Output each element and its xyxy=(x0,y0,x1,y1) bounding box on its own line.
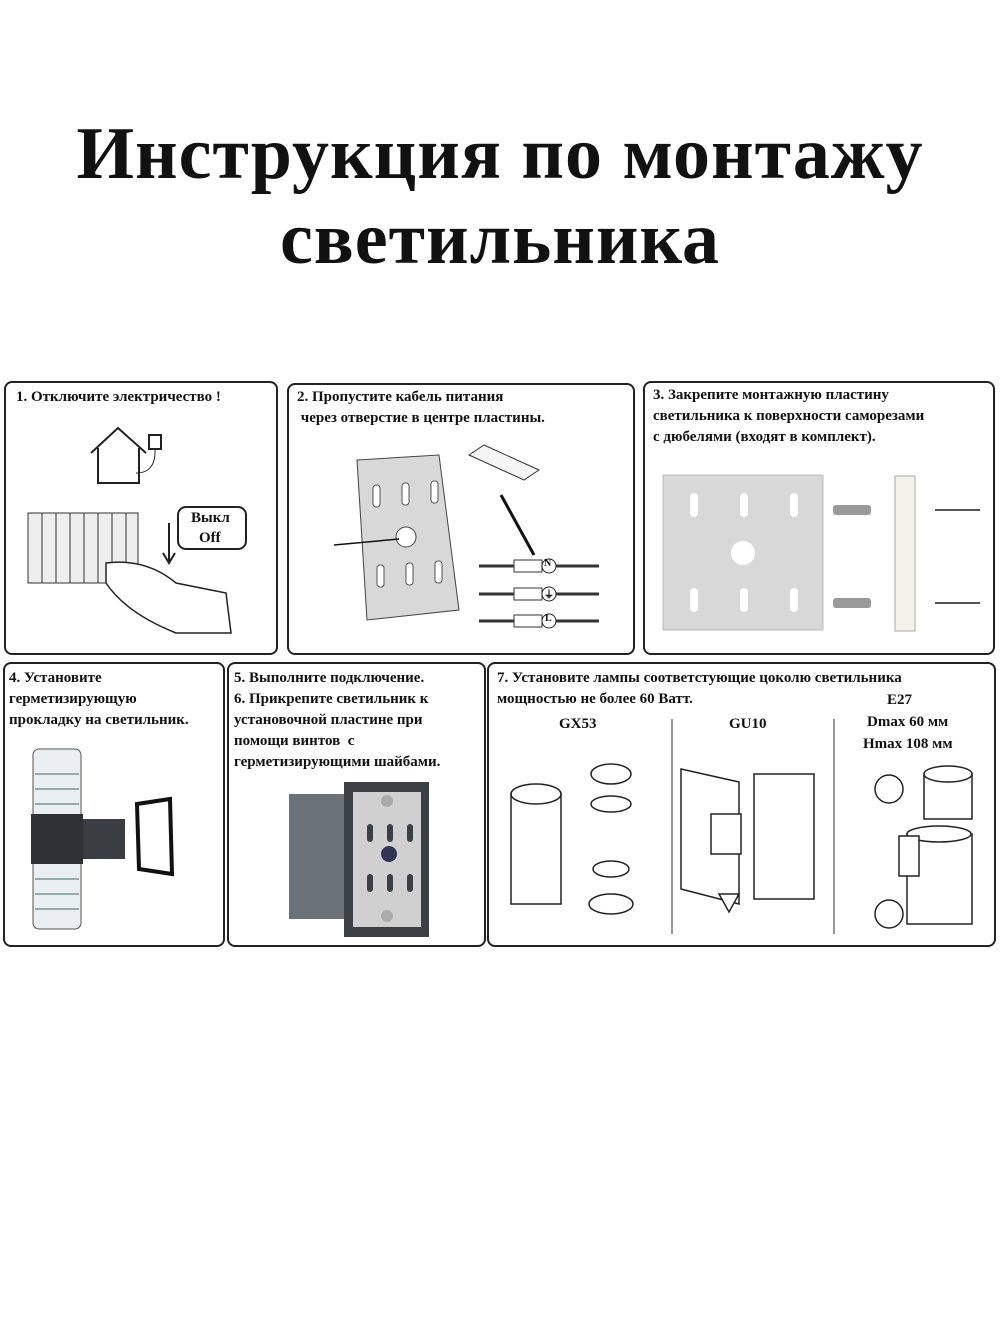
step-7-text: 7. Установите лампы соответстующие цокол… xyxy=(497,670,902,707)
step-2-text: 2. Пропустите кабель питания через отвер… xyxy=(297,389,545,426)
socket-gx53-label: GX53 xyxy=(559,716,597,732)
luminaire-gasket-illustration xyxy=(31,748,175,930)
step-4-text: 4. Установите герметизирующую прокладку … xyxy=(9,670,189,728)
dmax-label: Dmax 60 мм xyxy=(867,714,949,730)
step-2-panel: 2. Пропустите кабель питания через отвер… xyxy=(287,383,635,655)
socket-e27-label: E27 xyxy=(887,692,913,708)
terminal-ground: ⏚ xyxy=(544,590,554,601)
cable-plate-illustration xyxy=(333,444,599,629)
terminal-l: L xyxy=(545,613,552,624)
terminal-n: N xyxy=(544,558,552,569)
hmax-label: Hmax 108 мм xyxy=(863,736,953,752)
step-1-panel: 1. Отключите электричество ! Выкл Off xyxy=(4,381,278,655)
step-3-panel: 3. Закрепите монтажную пластину светильн… xyxy=(643,381,995,655)
step-7-panel: 7. Установите лампы соответстующие цокол… xyxy=(487,662,996,947)
step-5-6-panel: 5. Выполните подключение. 6. Прикрепите … xyxy=(227,662,486,947)
step-1-text: 1. Отключите электричество ! xyxy=(16,389,221,405)
switch-label-off-en: Off xyxy=(199,530,221,546)
lamps-illustration xyxy=(510,719,973,934)
mounting-plate-illustration xyxy=(662,474,980,632)
power-off-illustration xyxy=(27,426,247,634)
step-5-6-text: 5. Выполните подключение. 6. Прикрепите … xyxy=(234,670,441,770)
title-line-1: Инструкция по монтажу xyxy=(76,113,924,195)
socket-gu10-label: GU10 xyxy=(729,716,767,732)
step-4-panel: 4. Установите герметизирующую прокладку … xyxy=(3,662,225,947)
title-line-2: светильника xyxy=(279,198,721,280)
switch-label-off-ru: Выкл xyxy=(191,510,230,526)
luminaire-attach-illustration xyxy=(289,782,429,937)
step-3-text: 3. Закрепите монтажную пластину светильн… xyxy=(653,387,925,445)
